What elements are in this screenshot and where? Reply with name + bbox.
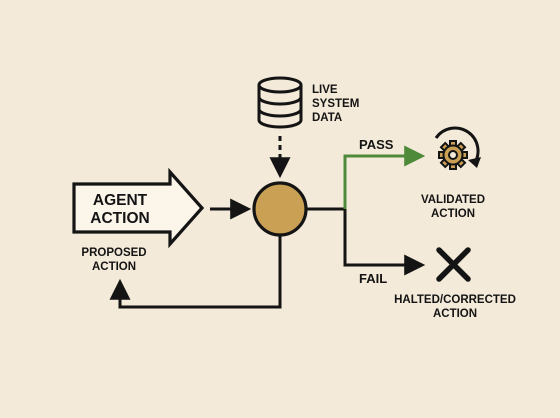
- pass-label: PASS: [359, 137, 394, 152]
- agent-action-label-line1: AGENT: [93, 192, 148, 209]
- halted-action-label-line1: HALTED/CORRECTED: [394, 294, 516, 306]
- halted-action-label-line2: ACTION: [433, 308, 477, 320]
- proposed-action-label-line2: ACTION: [92, 261, 136, 273]
- agent-action-node: AGENT ACTION: [72, 167, 205, 249]
- live-data-label-line2: SYSTEM: [312, 98, 359, 110]
- fail-label: FAIL: [359, 271, 387, 286]
- live-data-label-line3: DATA: [312, 112, 342, 124]
- live-data-label-line1: LIVE: [312, 84, 338, 96]
- gear-refresh-icon: [434, 126, 481, 170]
- edge-fail: [343, 209, 426, 276]
- x-icon: [436, 247, 471, 282]
- proposed-action-label-line1: PROPOSED: [81, 247, 146, 259]
- edge-pass: [343, 145, 426, 209]
- agent-action-label-line2: ACTION: [90, 210, 149, 227]
- validator-node: [252, 181, 308, 237]
- database-icon: [257, 76, 303, 129]
- validated-action-label-line2: ACTION: [431, 208, 475, 220]
- validated-action-label-line1: VALIDATED: [421, 194, 485, 206]
- edge-feedback-loop: [109, 235, 282, 309]
